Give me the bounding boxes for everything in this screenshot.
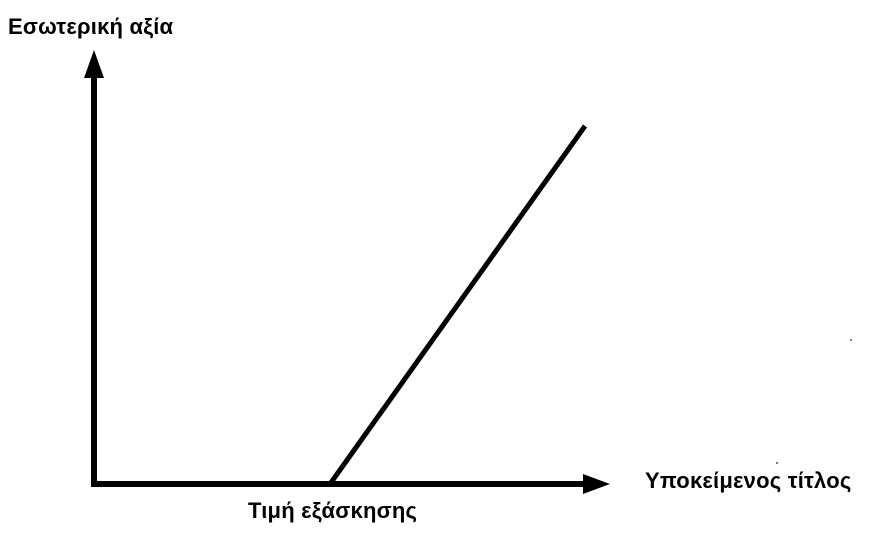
strike-price-label: Τιμή εξάσκησης [248, 498, 418, 523]
scan-speck [850, 339, 852, 341]
scan-speck [776, 462, 778, 464]
intrinsic-value-line [327, 124, 588, 486]
y-axis-label: Εσωτερική αξία [8, 14, 174, 39]
x-axis-arrowhead [583, 474, 610, 494]
y-axis-arrowhead [84, 50, 104, 78]
x-axis-label: Υποκείμενος τίτλος [645, 468, 852, 493]
